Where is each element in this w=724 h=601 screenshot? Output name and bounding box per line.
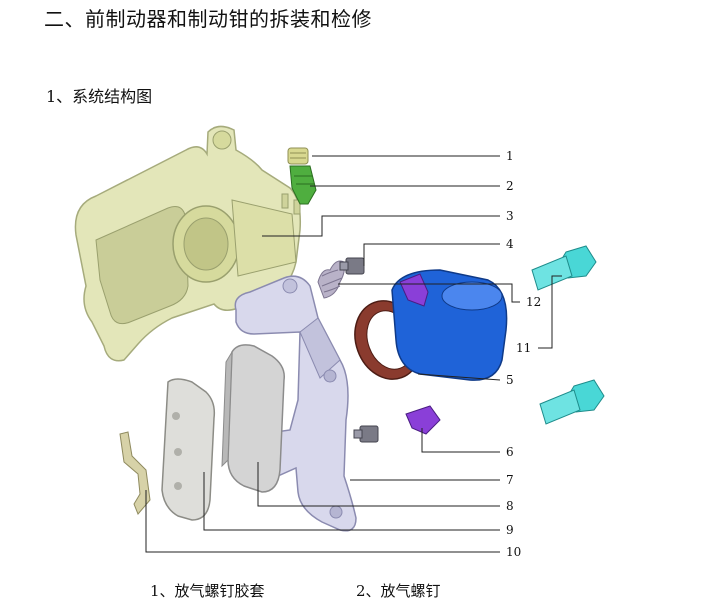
- callout-8: 8: [506, 499, 514, 513]
- retaining-clip-lower: [405, 405, 441, 435]
- page-heading: 二、前制动器和制动钳的拆装和检修: [44, 7, 372, 31]
- callout-5: 5: [506, 373, 514, 387]
- callout-11: 11: [516, 341, 531, 355]
- caption-item-2: 2、放气螺钉: [356, 582, 441, 600]
- inner-brake-pad: [221, 344, 285, 493]
- guide-bolt-lower: [353, 425, 379, 443]
- leader-lines: [145, 155, 562, 553]
- mounting-bolt-upper: [531, 245, 597, 291]
- callout-6: 6: [506, 445, 514, 459]
- section-title: 1、系统结构图: [46, 87, 153, 106]
- callout-12: 12: [526, 295, 541, 309]
- callout-3: 3: [506, 209, 514, 223]
- retaining-clip-upper: [399, 273, 429, 307]
- callout-10: 10: [506, 545, 521, 559]
- guide-bolt-upper: [339, 257, 365, 275]
- callout-9: 9: [506, 523, 514, 537]
- callout-2: 2: [506, 179, 514, 193]
- mounting-bolt-lower: [539, 379, 605, 425]
- callout-1: 1: [506, 149, 514, 163]
- callout-7: 7: [506, 473, 514, 487]
- bleed-screw: [289, 165, 317, 205]
- caption-item-1: 1、放气螺钉胶套: [150, 582, 265, 600]
- outer-brake-pad: [161, 378, 216, 521]
- pad-spring-clip: [119, 431, 151, 515]
- callout-4: 4: [506, 237, 514, 251]
- bleed-screw-cap: [287, 147, 309, 165]
